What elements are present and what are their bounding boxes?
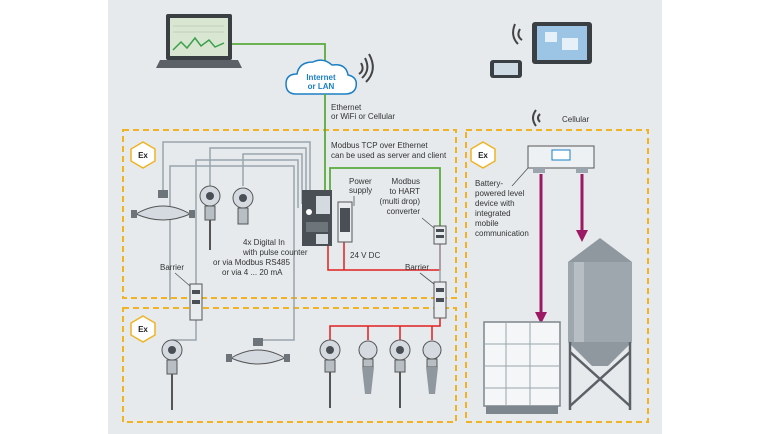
power-supply-label-line2: supply	[349, 186, 372, 195]
power-supply-device	[337, 201, 353, 243]
battery-level-device-icon	[527, 145, 595, 173]
laptop-network-line	[232, 43, 326, 62]
temperature-transmitter-lower-icon	[161, 339, 183, 410]
hart-converter-device	[433, 225, 447, 245]
barrier-left-label: Barrier	[160, 263, 184, 272]
field-cables	[162, 141, 311, 341]
ethernet-to-hart-line	[329, 167, 441, 226]
battery-device-leader	[511, 167, 529, 187]
battery-device-line4: integrated	[475, 209, 511, 218]
voltage-label: 24 V DC	[350, 251, 380, 260]
coriolis-flowmeter-upper-icon	[131, 190, 195, 221]
modbus-tcp-label-line1: Modbus TCP over Ethernet	[331, 141, 428, 150]
barrier-right-device	[433, 281, 447, 319]
hazard-zone-lower	[122, 307, 457, 423]
digital-inputs-line1: 4x Digital In	[243, 238, 285, 247]
radar-level-2-icon	[422, 340, 442, 394]
ex-badge-cellular: Ex	[470, 141, 496, 169]
hart-label-line1: Modbus	[392, 177, 420, 186]
power-supply-label-line1: Power	[349, 177, 372, 186]
pressure-transmitter-upper-icon	[232, 187, 254, 225]
battery-device-line5: mobile	[475, 219, 499, 228]
ex-badge-upper-label: Ex	[138, 151, 148, 160]
hart-label-leader	[421, 217, 435, 229]
wifi-signal-tablet-icon	[512, 23, 523, 45]
cloud-label-line1: Internet	[306, 73, 336, 82]
radar-level-1-icon	[358, 340, 378, 394]
barrier-left-device	[189, 283, 203, 321]
hart-label-line4: converter	[387, 207, 421, 216]
barrier-right-label: Barrier	[405, 263, 429, 272]
temperature-transmitter-upper-icon	[199, 185, 221, 250]
hazard-zone-cellular	[465, 129, 649, 423]
ex-badge-lower: Ex	[130, 315, 156, 343]
coriolis-flowmeter-lower-icon	[226, 338, 290, 365]
tablet-icon	[532, 22, 592, 64]
wifi-signal-icon	[358, 53, 374, 83]
cloud-icon: Internet or LAN	[285, 59, 358, 95]
cellular-label: Cellular	[562, 115, 589, 124]
cellular-signal-icon	[532, 109, 541, 127]
digital-inputs-line3: or via Modbus RS485	[213, 258, 290, 267]
network-label-line2: or WiFi or Cellular	[331, 112, 395, 121]
modbus-tcp-label-line2: can be used as server and client	[331, 151, 447, 160]
level-transmitter-1-icon	[319, 339, 341, 408]
battery-device-line6: communication	[475, 229, 529, 238]
ex-badge-lower-label: Ex	[138, 325, 148, 334]
hart-label-line3: (multi drop)	[380, 197, 421, 206]
digital-inputs-line4: or via 4 ... 20 mA	[222, 268, 283, 277]
barrier-right-leader	[419, 272, 435, 285]
ex-badge-cellular-label: Ex	[478, 151, 488, 160]
barrier-left-leader	[174, 272, 191, 287]
hart-label-line2: to HART	[389, 187, 420, 196]
cloud-label-line2: or LAN	[308, 82, 335, 91]
silo-icon	[568, 238, 632, 410]
gateway-device	[302, 190, 332, 246]
battery-device-line3: device with	[475, 199, 515, 208]
laptop-icon	[156, 14, 242, 68]
phone-icon	[490, 60, 522, 78]
ex-badge-upper: Ex	[130, 141, 156, 169]
digital-inputs-line2: with pulse counter	[242, 248, 308, 257]
battery-device-line1: Battery-	[475, 179, 503, 188]
ibc-container-icon	[483, 321, 561, 414]
network-label-line1: Ethernet	[331, 103, 362, 112]
level-transmitter-2-icon	[389, 339, 411, 408]
battery-device-line2: powered level	[475, 189, 525, 198]
